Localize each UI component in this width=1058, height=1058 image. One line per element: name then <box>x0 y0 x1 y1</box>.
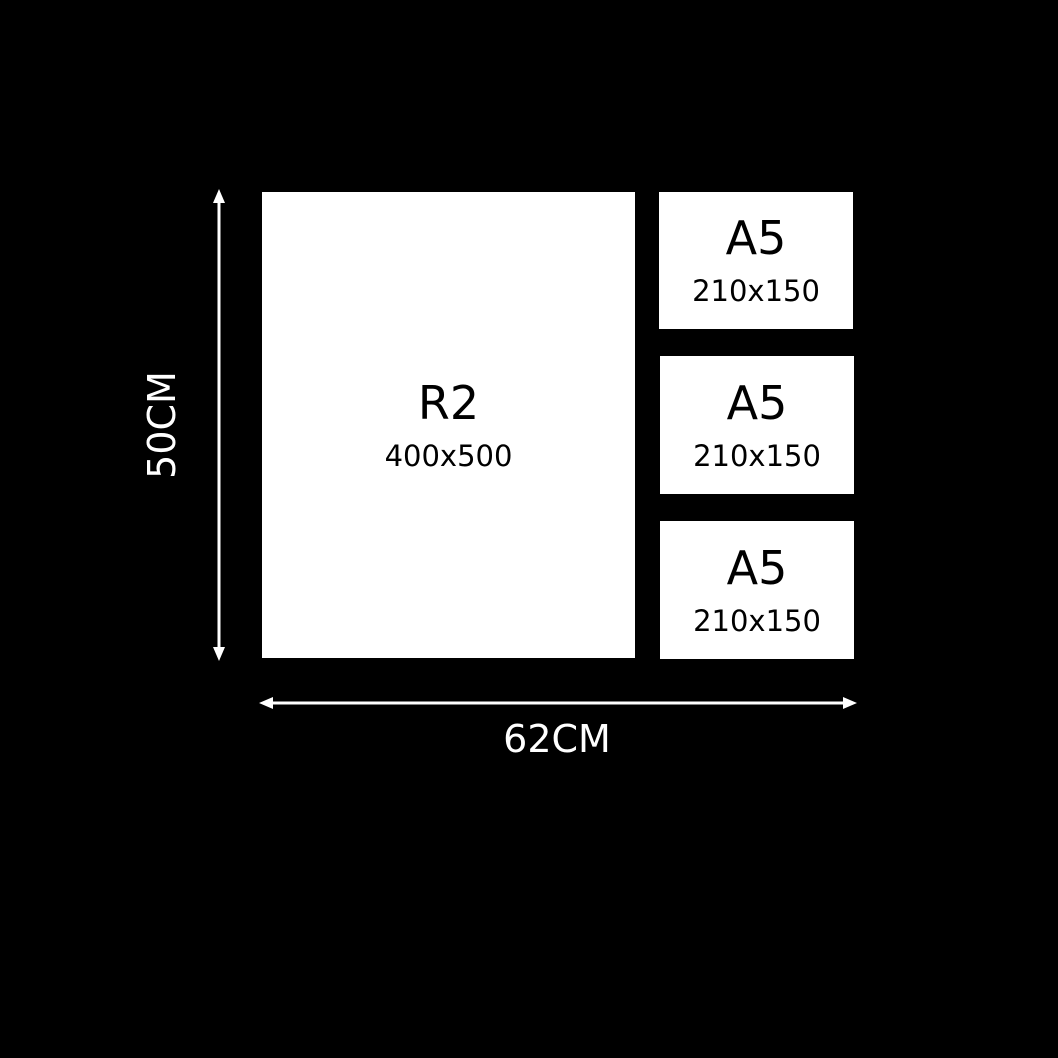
panel-size: 210x150 <box>692 274 820 308</box>
height-dimension-label: 50CM <box>140 371 184 479</box>
panel-name: R2 <box>417 375 480 430</box>
panel-size: 210x150 <box>693 438 821 473</box>
panel-a5-bottom: A5 210x150 <box>660 521 854 659</box>
panel-name: A5 <box>725 211 787 265</box>
width-dimension-label: 62CM <box>503 717 611 761</box>
width-arrow-icon <box>259 697 857 709</box>
panel-a5-middle: A5 210x150 <box>660 356 854 494</box>
panel-name: A5 <box>726 540 788 595</box>
panel-a5-top: A5 210x150 <box>659 192 853 329</box>
panel-r2: R2 400x500 <box>262 192 635 658</box>
panel-size: 210x150 <box>693 603 821 638</box>
panel-name: A5 <box>726 375 788 430</box>
panel-size: 400x500 <box>384 438 513 473</box>
height-arrow-icon <box>213 189 225 661</box>
